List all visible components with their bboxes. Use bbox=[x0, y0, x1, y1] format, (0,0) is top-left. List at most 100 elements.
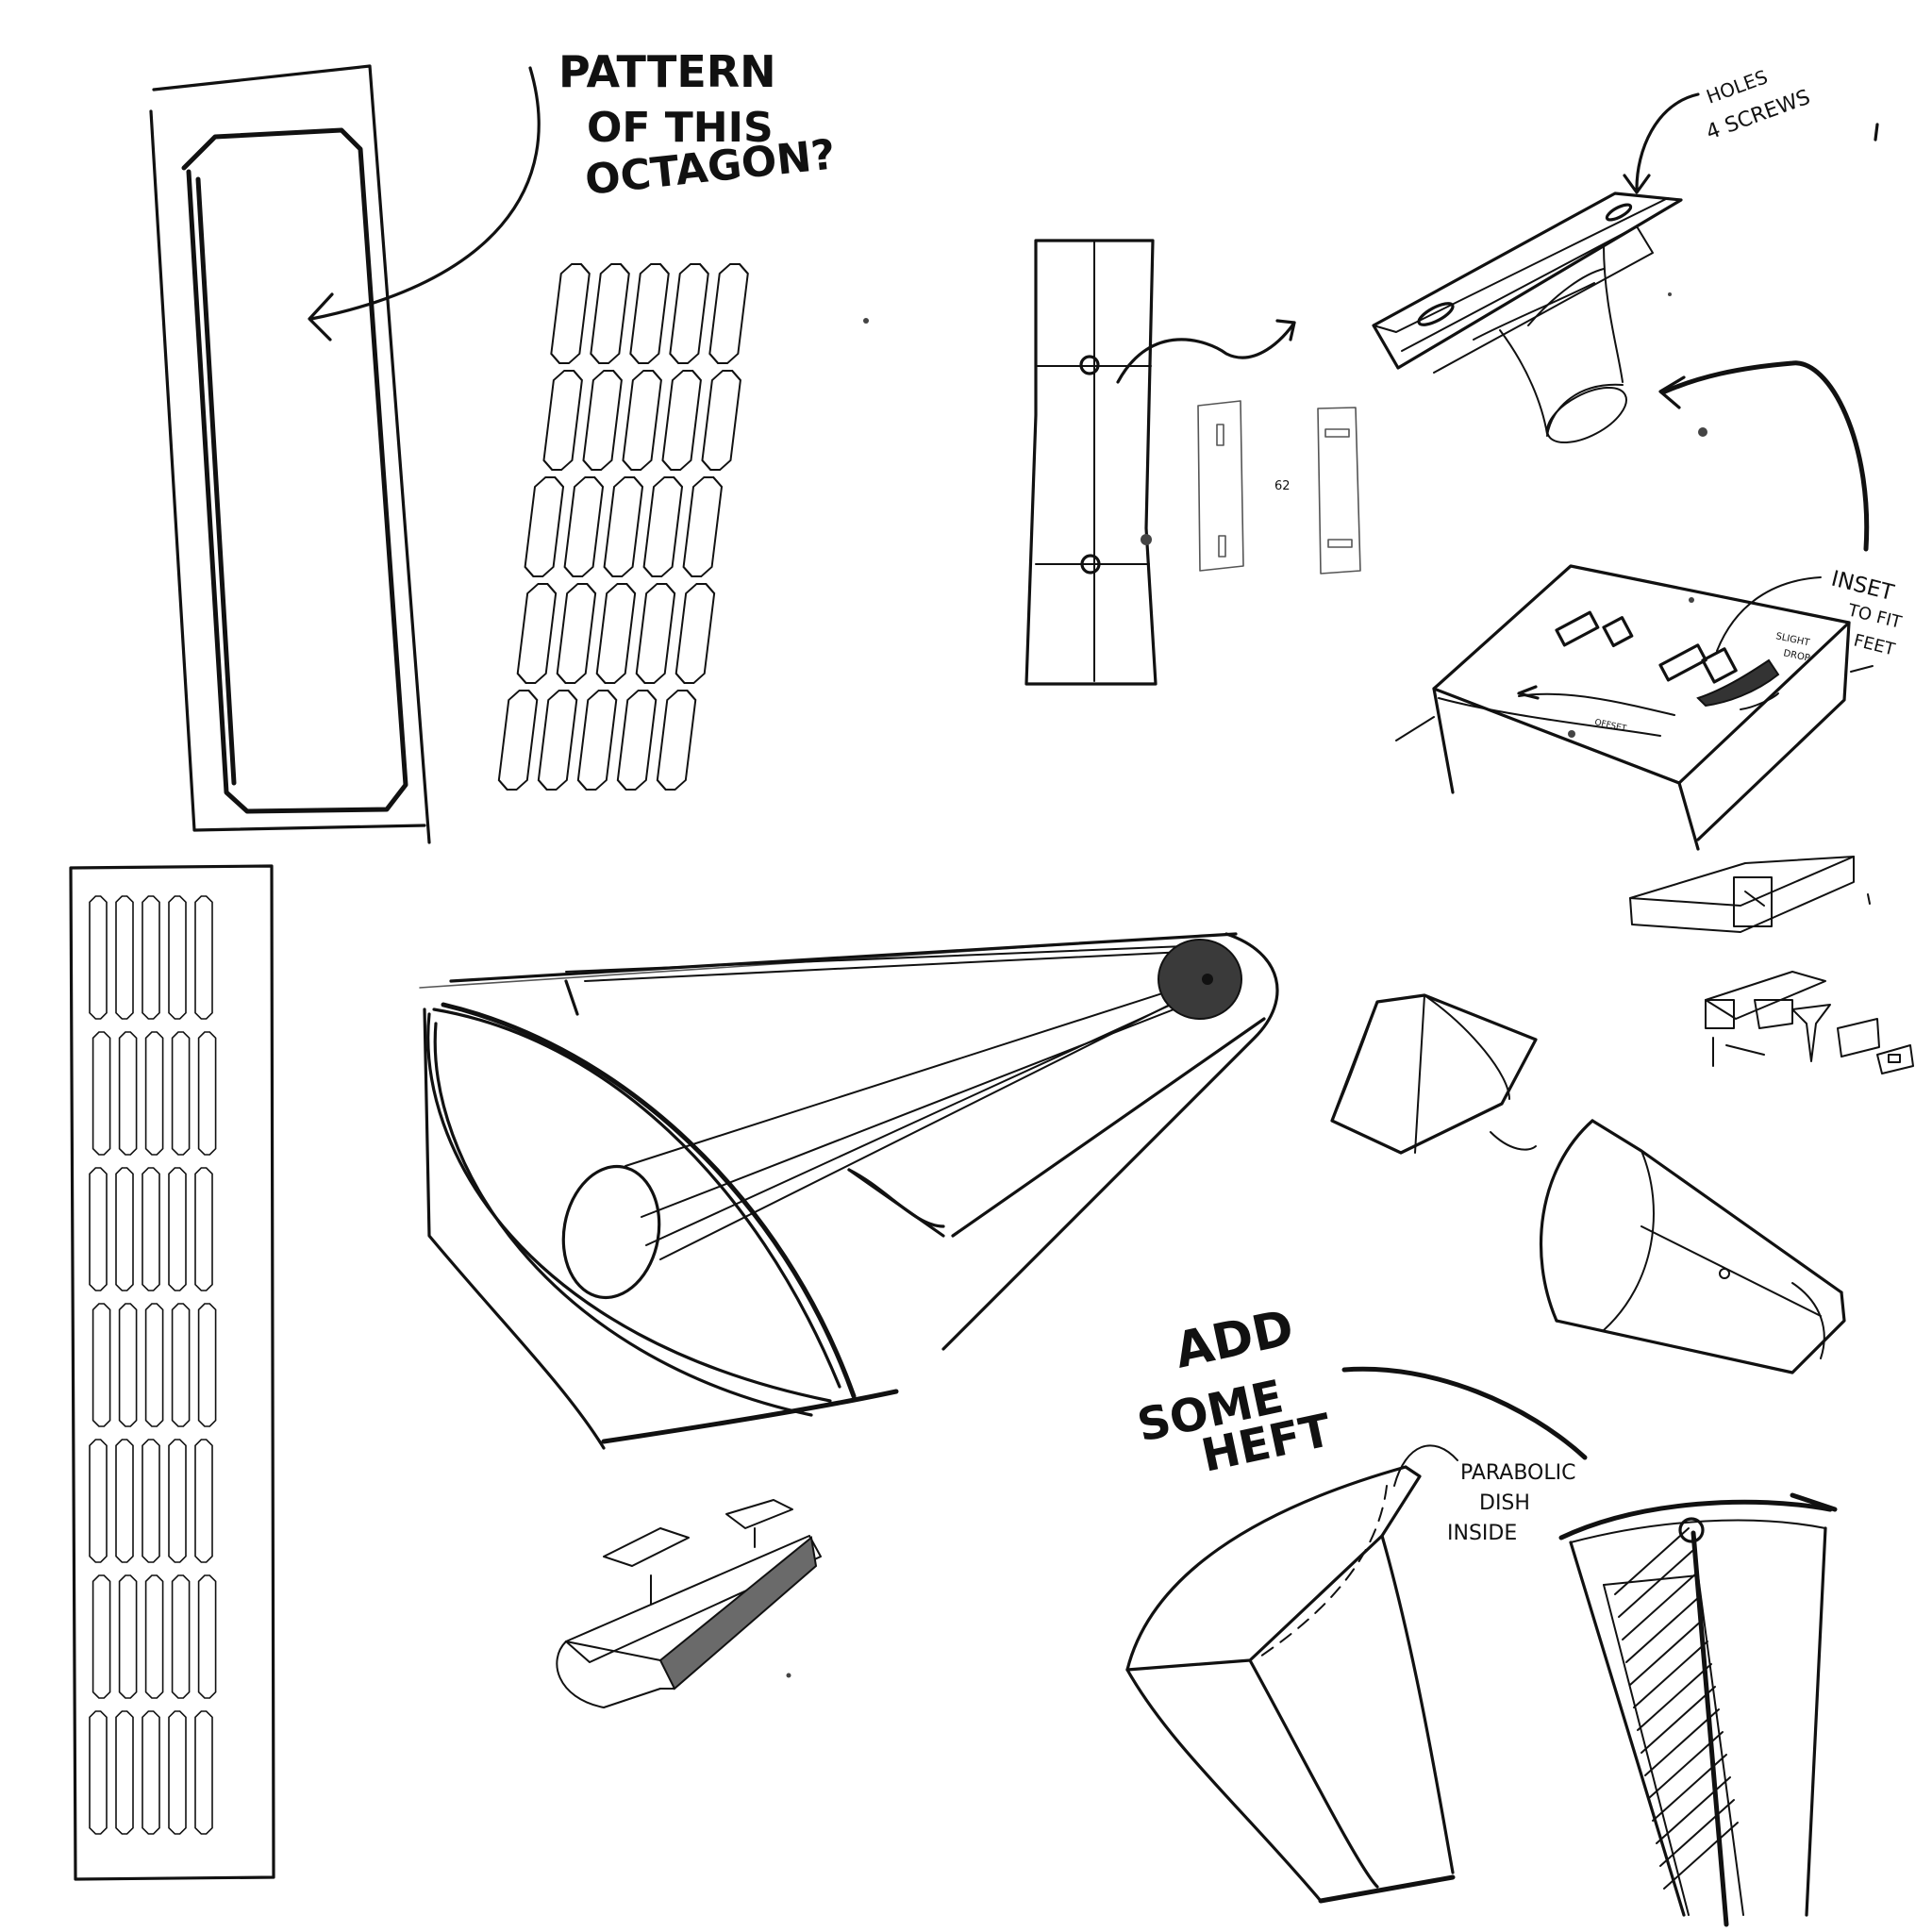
tall-speaker-sketch bbox=[1558, 1492, 1838, 1927]
stray-dot bbox=[863, 318, 869, 324]
octagon-cell bbox=[642, 476, 684, 577]
octagon-cell bbox=[656, 690, 697, 791]
parabolic-note-line1: PARABOLIC bbox=[1460, 1461, 1575, 1485]
dimension-label: 62 bbox=[1274, 479, 1291, 493]
bracket-side-views: 62 bbox=[1197, 400, 1361, 575]
octagon-cell bbox=[708, 263, 749, 364]
inset-note-line3: FEET bbox=[1852, 630, 1898, 659]
inset-note-line1: INSET bbox=[1829, 567, 1897, 607]
octagon-cell bbox=[168, 1710, 187, 1835]
octagon-cell bbox=[590, 263, 630, 364]
octagon-cell bbox=[115, 1439, 134, 1563]
pattern-arrow bbox=[309, 66, 541, 321]
octagon-cell bbox=[556, 583, 597, 684]
inset-note-line2: TO FIT bbox=[1845, 600, 1905, 633]
octagon-cell bbox=[550, 263, 591, 364]
octagon-cell bbox=[89, 1710, 108, 1835]
holes-arrow bbox=[1635, 92, 1700, 191]
slight-drop-line1: SLIGHT bbox=[1774, 631, 1811, 648]
pyramid-sketch bbox=[1330, 993, 1538, 1155]
pattern-note-line1: PATTERN bbox=[558, 46, 776, 97]
bracket-flat-sketch bbox=[1024, 239, 1296, 686]
octagon-cell bbox=[142, 1710, 160, 1835]
octagon-cell bbox=[197, 1303, 217, 1427]
parabolic-speaker-sketch bbox=[419, 932, 1279, 1450]
octagon-cell bbox=[194, 1710, 213, 1835]
octagon-cell bbox=[537, 690, 578, 791]
octagon-cell bbox=[118, 1574, 138, 1699]
octagon-cell bbox=[563, 476, 605, 577]
octagon-cell bbox=[582, 370, 623, 471]
octagon-cell bbox=[701, 370, 741, 471]
octagon-cell bbox=[171, 1031, 191, 1156]
octagon-cell bbox=[576, 690, 618, 791]
octagon-cell bbox=[516, 583, 558, 684]
octagon-cell bbox=[194, 1167, 213, 1291]
octagon-cell bbox=[168, 1167, 187, 1291]
speaker-bar-sketch bbox=[556, 1499, 822, 1708]
octagon-cell bbox=[669, 263, 709, 364]
heft-arrow bbox=[1341, 1366, 1588, 1460]
holes-arrow-head bbox=[1623, 174, 1651, 194]
heavy-speaker-sketch bbox=[1125, 1465, 1456, 1904]
octagon-cell bbox=[194, 895, 213, 1020]
octagon-cell bbox=[144, 1303, 164, 1427]
stray-dot bbox=[1668, 292, 1672, 296]
octagon-cell bbox=[171, 1303, 191, 1427]
octagon-cell bbox=[603, 476, 644, 577]
octagon-cell bbox=[89, 1167, 108, 1291]
octagon-cell bbox=[197, 1574, 217, 1699]
octagon-cell bbox=[115, 1710, 134, 1835]
pattern-arrow-head bbox=[308, 292, 334, 341]
vent-plate-sketch bbox=[69, 864, 275, 1881]
parabolic-note-line3: INSIDE bbox=[1447, 1522, 1517, 1545]
octagon-cell bbox=[92, 1303, 111, 1427]
joinery-sketches bbox=[1629, 856, 1914, 1074]
pattern-note-line2: OF THIS bbox=[587, 104, 774, 152]
slight-drop-line2: DROP bbox=[1782, 648, 1810, 664]
octagon-cell bbox=[194, 1439, 213, 1563]
octagon-cell bbox=[616, 690, 658, 791]
octagon-cell bbox=[142, 1167, 160, 1291]
octagon-cell bbox=[115, 1167, 134, 1291]
octagon-cell bbox=[682, 476, 724, 577]
octagon-cell bbox=[524, 476, 565, 577]
octagon-cell bbox=[497, 690, 539, 791]
octagon-cell bbox=[168, 1439, 187, 1563]
octagon-cell bbox=[92, 1031, 111, 1156]
octagon-panel-sketch bbox=[149, 64, 431, 844]
octagon-cell bbox=[629, 263, 670, 364]
octagon-cell bbox=[142, 1439, 160, 1563]
octagon-cell bbox=[89, 895, 108, 1020]
octagon-cell bbox=[197, 1031, 217, 1156]
octagon-cell bbox=[661, 370, 702, 471]
parabolic-note: PARABOLIC DISH INSIDE bbox=[1393, 1444, 1575, 1545]
holes-note: HOLES 4 SCREWS bbox=[1623, 65, 1879, 552]
octagon-cell bbox=[675, 583, 716, 684]
heft-note: ADD SOME HEFT bbox=[1133, 1300, 1588, 1483]
tilted-octagon-pattern bbox=[497, 263, 749, 791]
octagon-cell bbox=[168, 895, 187, 1020]
octagon-cell bbox=[635, 583, 676, 684]
offset-label: OFFSET bbox=[1593, 718, 1627, 734]
horn-sketch bbox=[1539, 1119, 1846, 1374]
vent-octagon-pattern bbox=[89, 895, 217, 1835]
octagon-cell bbox=[92, 1574, 111, 1699]
octagon-cell bbox=[144, 1031, 164, 1156]
octagon-cell bbox=[622, 370, 662, 471]
octagon-cell bbox=[89, 1439, 108, 1563]
inset-note: INSET TO FIT FEET bbox=[1829, 567, 1905, 673]
octagon-cell bbox=[115, 895, 134, 1020]
bracket-3d-sketch bbox=[1372, 192, 1683, 444]
octagon-cell bbox=[142, 895, 160, 1020]
octagon-cell bbox=[171, 1574, 191, 1699]
hatching-lines bbox=[1614, 1527, 1739, 1890]
base-block-sketch: SLIGHT DROP OFFSET bbox=[1395, 564, 1851, 851]
octagon-cell bbox=[144, 1574, 164, 1699]
octagon-cell bbox=[542, 370, 583, 471]
marker-dot bbox=[1141, 534, 1152, 545]
octagon-cell bbox=[118, 1031, 138, 1156]
octagon-cell bbox=[595, 583, 637, 684]
octagon-cell bbox=[118, 1303, 138, 1427]
